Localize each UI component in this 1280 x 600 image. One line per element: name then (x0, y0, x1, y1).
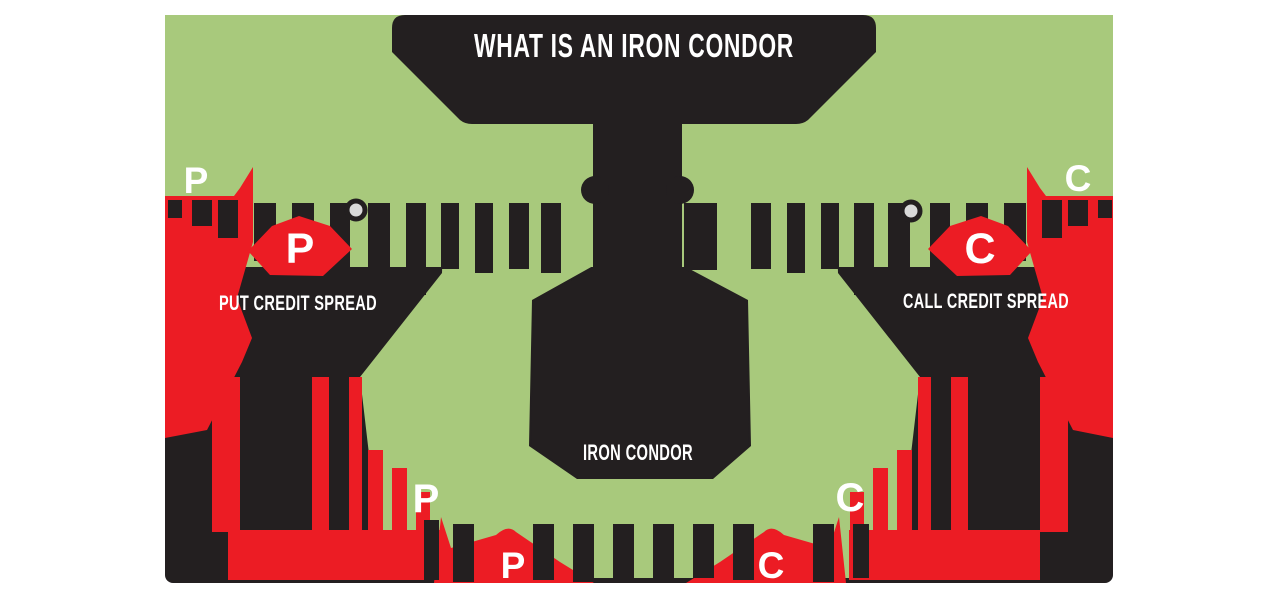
iron-condor-put-peak-letter: P (501, 545, 526, 586)
red-band-left (228, 530, 443, 580)
put-badge-shape (248, 216, 352, 276)
call-badge (928, 216, 1032, 276)
iron-condor-put-shoulder-letter: P (413, 477, 440, 521)
iron-condor-call-shoulder-letter: C (836, 476, 865, 520)
red-bar (392, 468, 407, 532)
strike-line-fringe-bottom (424, 520, 869, 582)
breakeven-dot-left (344, 198, 368, 222)
red-bar (850, 492, 864, 532)
iron-condor-label: IRON CONDOR (583, 440, 693, 465)
red-bar (1040, 377, 1068, 532)
title-panel (392, 15, 876, 124)
breakeven-dot-right (899, 199, 923, 223)
column-knob-left (581, 176, 609, 204)
red-bar (312, 377, 329, 532)
center-column-panel (531, 118, 749, 477)
put-badge (248, 216, 352, 276)
red-bar (368, 450, 383, 532)
red-bar (897, 450, 912, 532)
red-band-right (849, 530, 1040, 580)
put-spread-label: PUT CREDIT SPREAD (219, 292, 377, 315)
red-bar (873, 468, 888, 532)
call-axis-letter: C (1065, 158, 1092, 199)
put-badge-letter: P (286, 225, 315, 273)
red-bar (918, 377, 931, 532)
profit-zone-iron-condor (360, 208, 920, 578)
red-bar (212, 377, 240, 532)
red-bar (349, 377, 362, 532)
iron-condor-call-peak-letter: C (758, 545, 785, 586)
column-knob-right (666, 176, 694, 204)
red-bar (951, 377, 968, 532)
call-peak (686, 517, 846, 583)
iron-condor-loss-left (212, 377, 443, 580)
put-axis-letter: P (184, 160, 209, 201)
iron-condor-loss-right (849, 377, 1068, 580)
call-badge-letter: C (964, 225, 995, 273)
page-title: WHAT IS AN IRON CONDOR (474, 27, 794, 64)
call-spread-label: CALL CREDIT SPREAD (903, 290, 1069, 313)
call-badge-shape (928, 216, 1032, 276)
